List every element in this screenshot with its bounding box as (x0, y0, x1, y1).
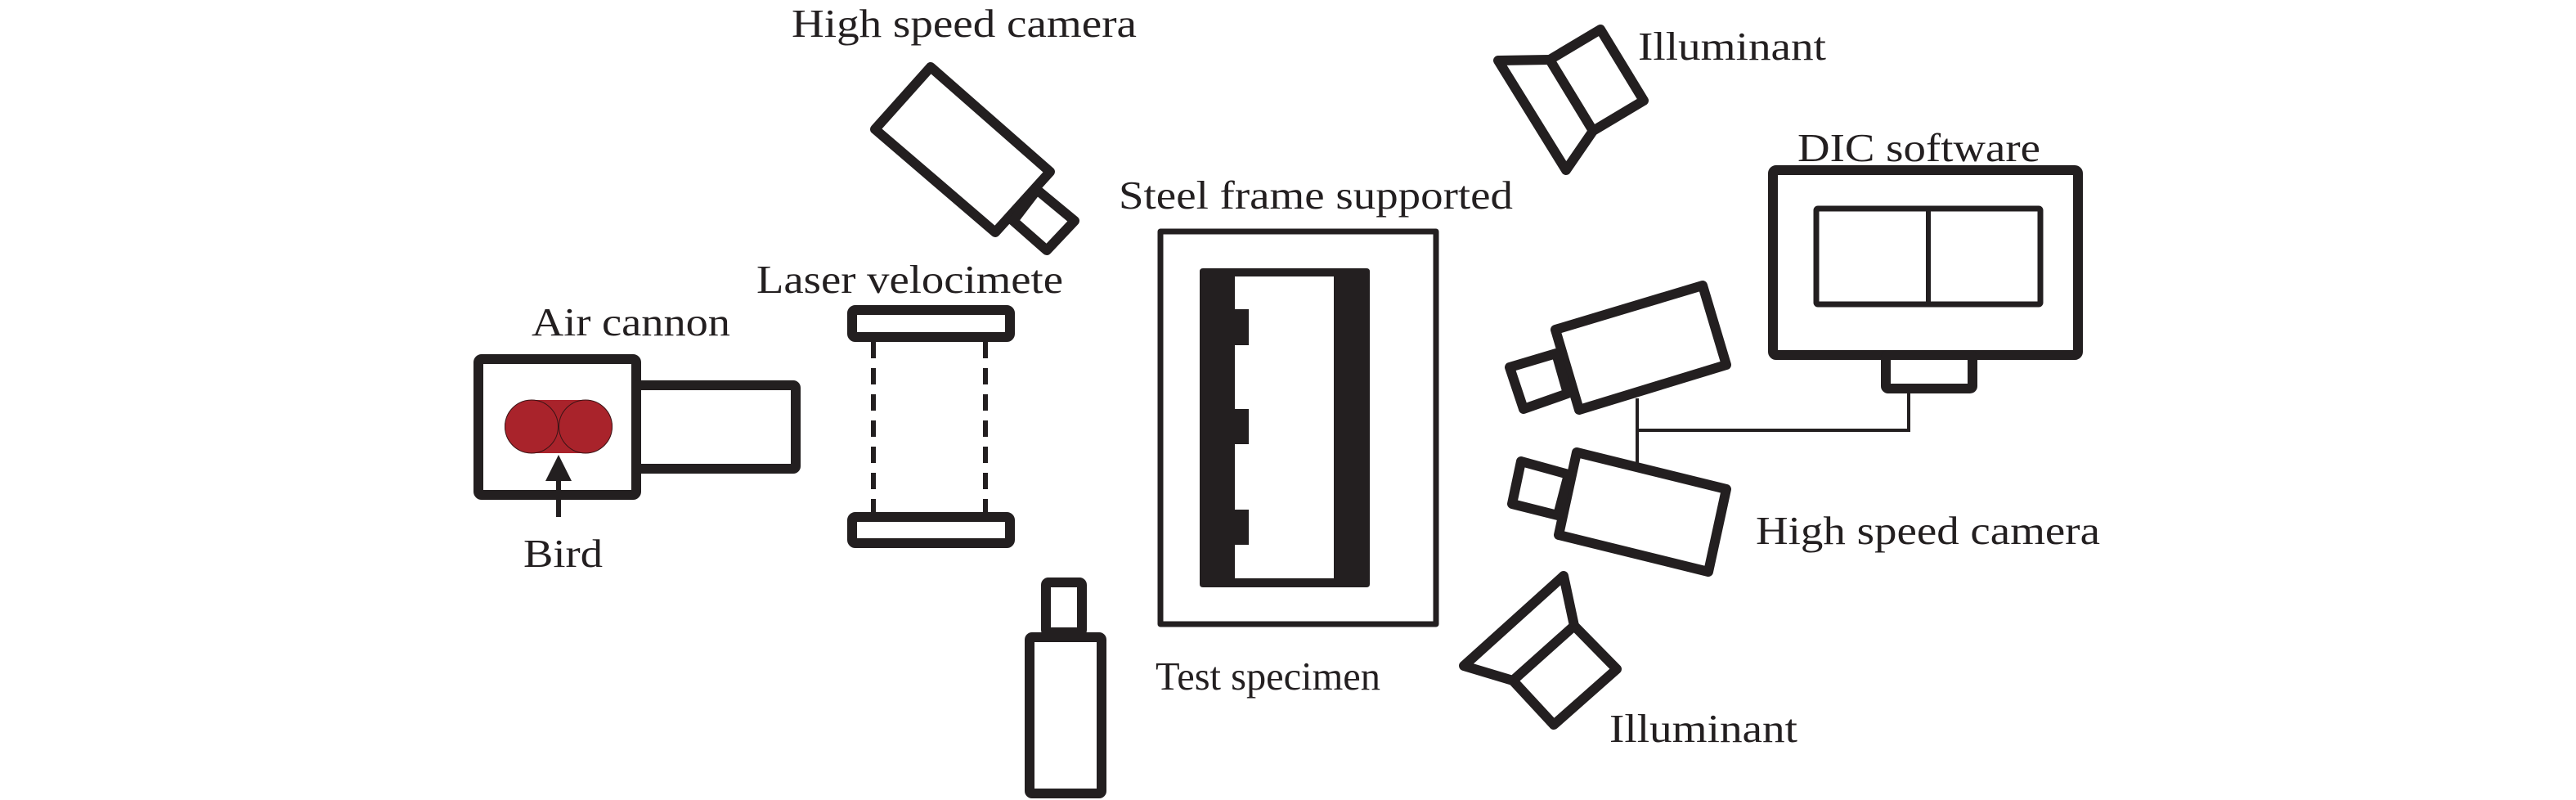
laser-emitter (847, 305, 1015, 342)
bird-right-lobe (559, 399, 613, 454)
laser-receiver (847, 512, 1015, 548)
lamp-reflector (1459, 571, 1579, 685)
camera-body (870, 62, 1055, 237)
bird-left-lobe (505, 399, 559, 454)
label-high-speed-camera-top: High speed camera (792, 1, 1137, 46)
laser-velocimeter (847, 305, 1015, 548)
illuminant-bottom (1459, 571, 1622, 730)
monitor-stand (1881, 350, 1977, 393)
label-test-specimen: Test specimen (1156, 654, 1380, 699)
test-specimen (1200, 268, 1370, 587)
camera-lens (1507, 456, 1573, 520)
lamp-housing (1508, 621, 1622, 730)
dic-software-monitor (1768, 165, 2083, 393)
dic-camera-lower (1507, 447, 1731, 577)
cable-line (1637, 391, 1910, 432)
dic-cable (1636, 391, 1910, 466)
label-steel-frame: Steel frame supported (1119, 173, 1513, 218)
label-bird: Bird (523, 531, 603, 576)
high-speed-camera-top (870, 62, 1079, 255)
label-dic-software: DIC software (1797, 125, 2040, 170)
camera-body (1551, 281, 1731, 415)
dic-camera-upper (1505, 281, 1731, 415)
steel-frame-box (1157, 228, 1439, 627)
bottom-camera-body (1025, 632, 1106, 798)
camera-body (1554, 447, 1731, 577)
camera-lens (1505, 348, 1573, 414)
arrow-head-icon (545, 455, 572, 481)
specimen-clamp (1200, 268, 1370, 587)
label-laser-velocimeter: Laser velocimete (756, 257, 1063, 302)
label-air-cannon: Air cannon (532, 299, 730, 344)
illuminant-top (1493, 25, 1649, 175)
bird-pointer-arrow (545, 455, 572, 517)
lamp-housing (1545, 25, 1649, 136)
air-cannon-barrel (631, 380, 801, 474)
steel-frame (1157, 228, 1439, 627)
label-illuminant-top: Illuminant (1638, 24, 1826, 69)
camera-lens (1008, 185, 1079, 255)
bottom-camera (1025, 578, 1106, 798)
bottom-camera-lens (1041, 578, 1087, 637)
bird-projectile-icon (505, 399, 613, 454)
label-high-speed-camera-right: High speed camera (1756, 508, 2100, 553)
label-illuminant-bottom: Illuminant (1609, 706, 1797, 751)
lamp-reflector (1493, 55, 1597, 175)
